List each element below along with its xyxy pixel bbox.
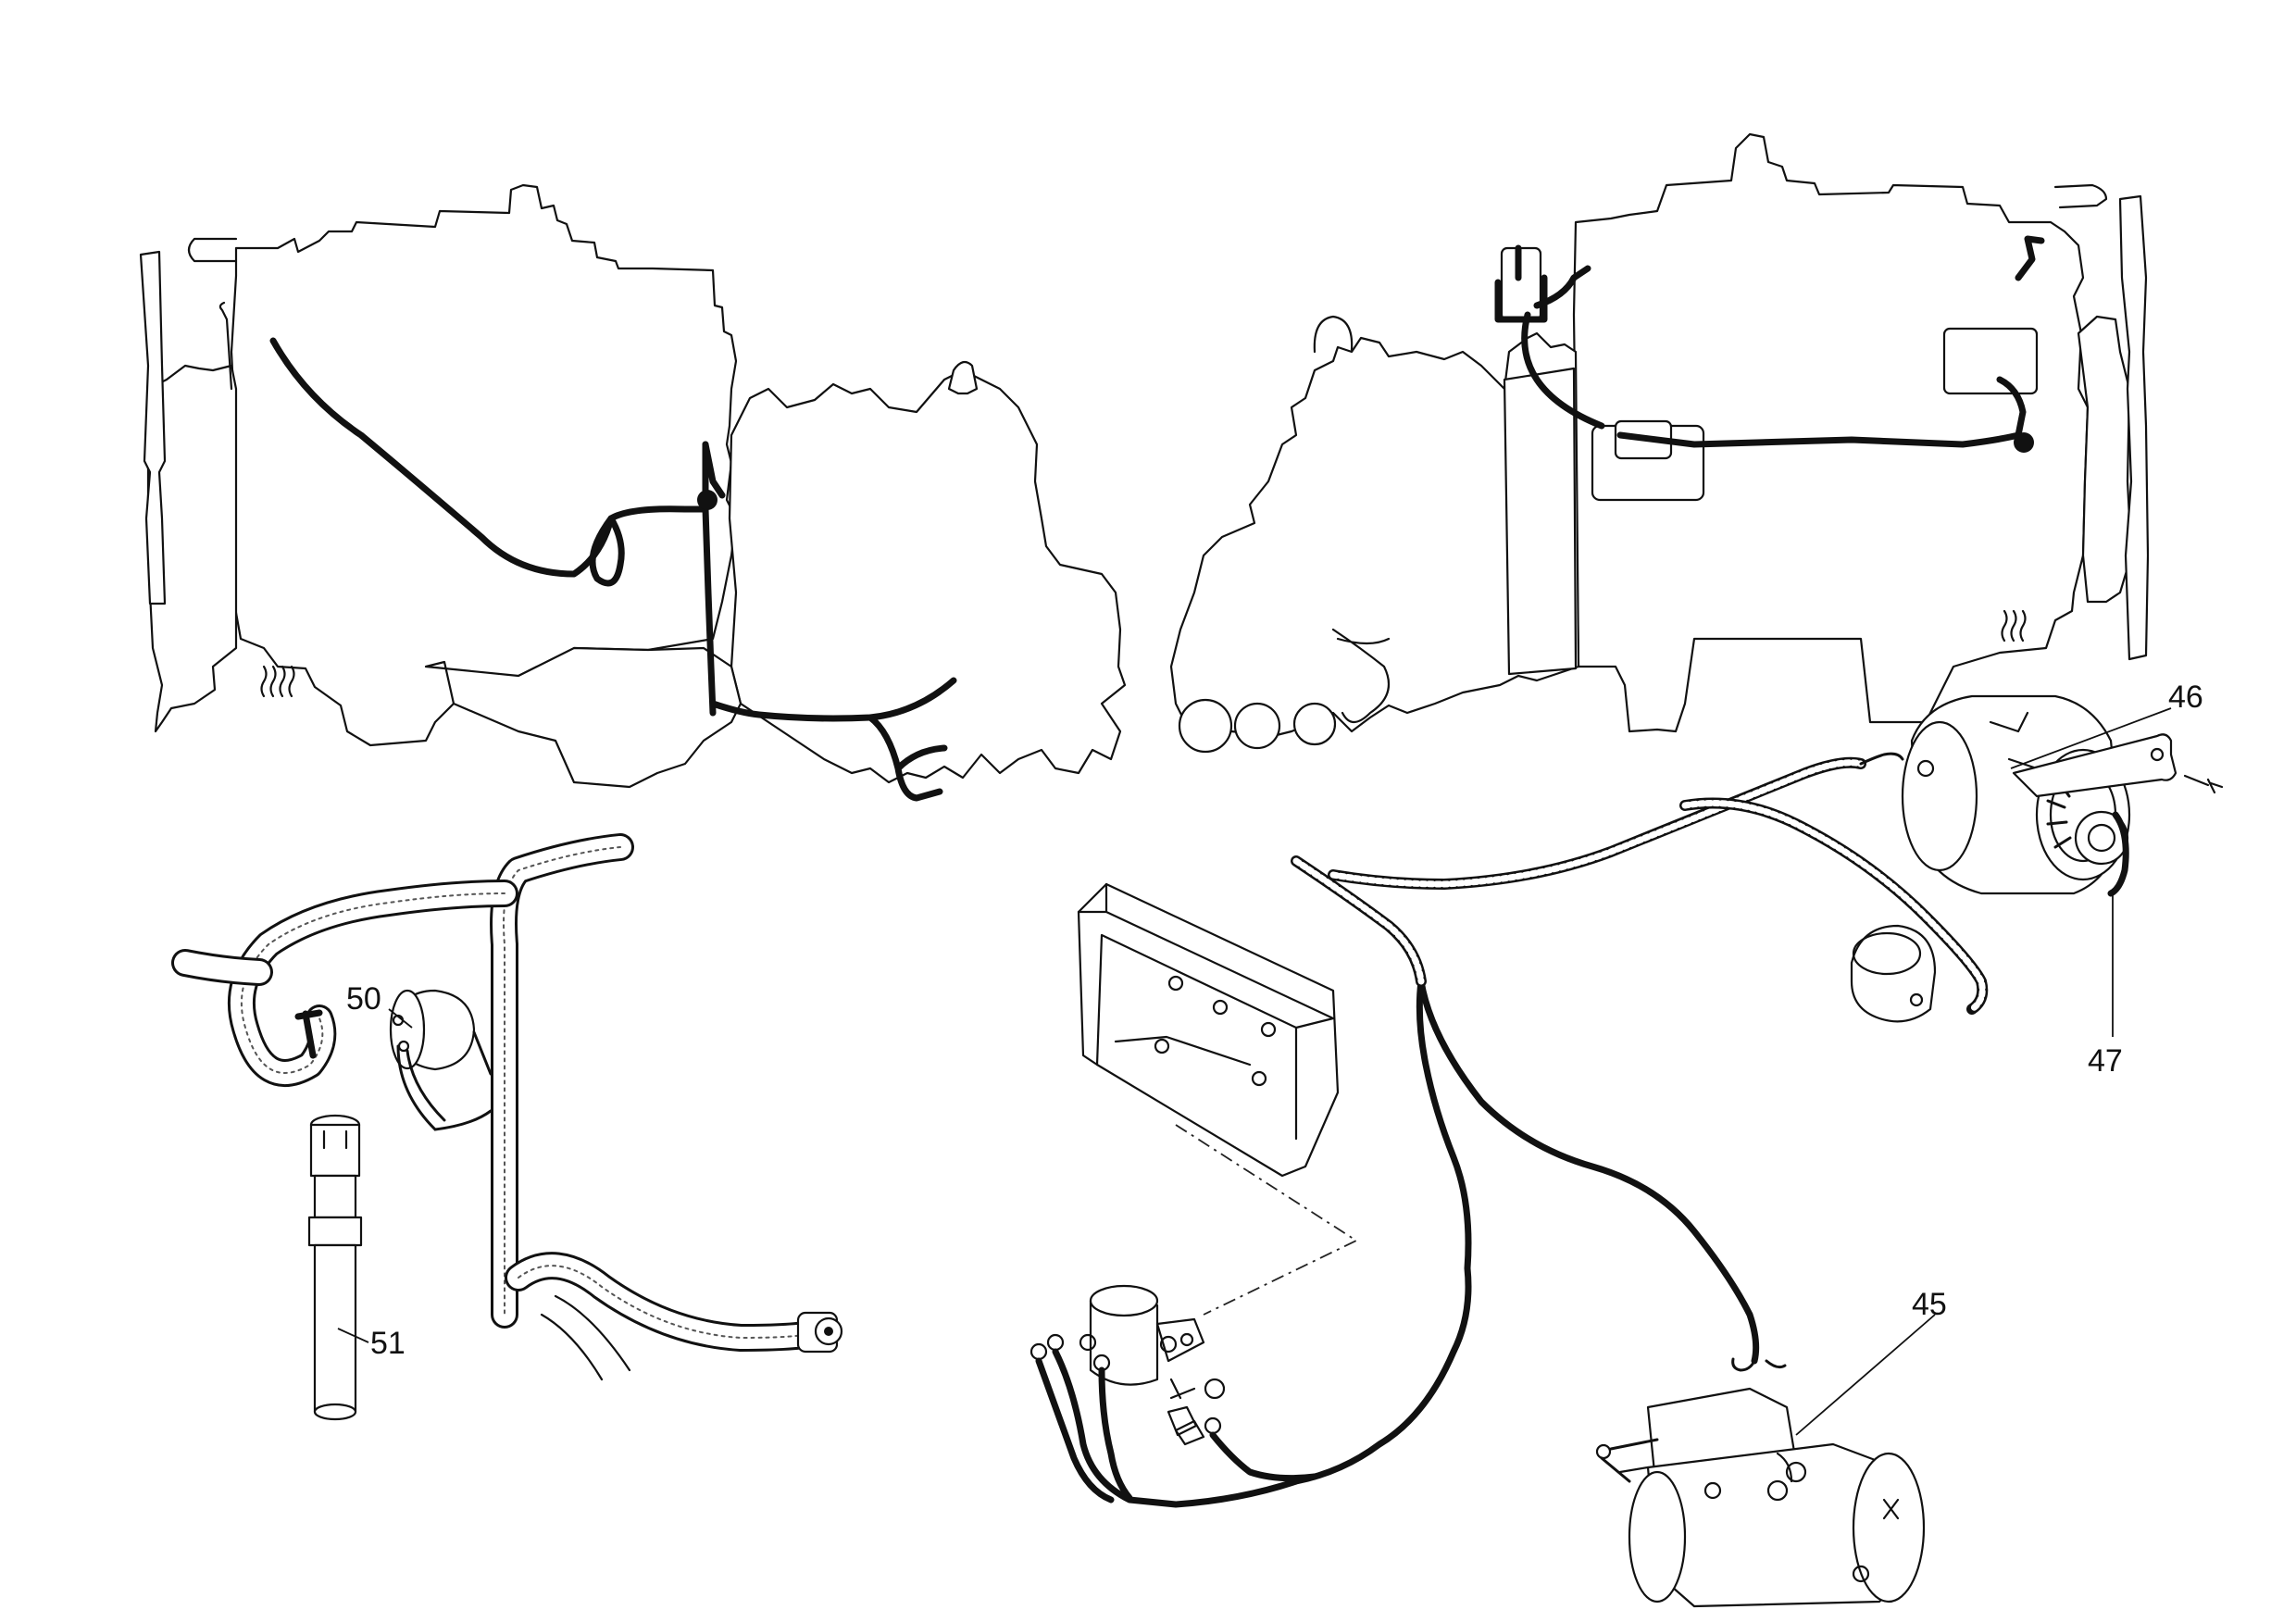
callouts: 45 46 47 50 51: [337, 680, 2203, 1436]
alternator-46: [1901, 694, 2224, 897]
leader-50: [388, 1008, 413, 1029]
braided-cable: [1291, 752, 1989, 1015]
engine-left-harness-branch: [867, 714, 948, 802]
engine-right-bellhousing: [2077, 315, 2133, 604]
engine-left-block: [230, 183, 738, 747]
hose-end-fitting: [796, 1311, 843, 1354]
engine-left-harness-loop: [589, 515, 625, 587]
engine-right-pulley-2: [1233, 702, 1281, 750]
engine-left-harness-junction: [697, 490, 718, 510]
engine-right-filter-bracket: [1494, 244, 1548, 323]
relay-solenoid: [1029, 1284, 1226, 1446]
engine-right-flywheel: [2118, 194, 2150, 661]
engine-right-plate: [1503, 367, 1578, 676]
arm-bolt: [2183, 774, 2224, 794]
engine-right-lift-eye: [1313, 315, 1354, 354]
engine-right-harness-upper: [1533, 235, 2045, 309]
engine-left-harness-vertical: [702, 441, 717, 717]
engine-left-pipe-fitting: [947, 360, 979, 395]
mounting-bracket: [1077, 882, 1340, 1178]
engine-left-spring: [260, 665, 295, 698]
engine-right-loop-wire: [1331, 628, 1391, 724]
engine-left-side-view: [139, 183, 1127, 802]
engine-right-spring: [2001, 609, 2027, 643]
engine-left-tube: [218, 301, 233, 391]
engine-right-pulley-3: [1292, 702, 1337, 746]
engine-left-harness-lower: [709, 677, 957, 722]
callout-47: 47: [2088, 1043, 2123, 1079]
engine-left-sump: [424, 646, 742, 789]
fan-belt-pulley: [2107, 811, 2129, 897]
engine-left-harness-drop: [702, 441, 726, 499]
callout-45: 45: [1912, 1287, 1947, 1322]
pipe-adapter-51: [307, 1114, 363, 1421]
relay-wiring: [1035, 978, 1787, 1508]
adjusting-arm: [2012, 733, 2177, 798]
sender-unit-50: [389, 989, 493, 1131]
callout-46: 46: [2168, 680, 2203, 715]
engine-right-gearbox: [1169, 331, 1580, 738]
callout-51: 51: [370, 1326, 406, 1361]
bracket-to-relay-leader: [1175, 1124, 1358, 1316]
hose-assembly: [171, 833, 843, 1381]
engine-left-gearbox: [728, 368, 1127, 784]
engine-left-exhaust-pipe: [187, 237, 238, 263]
engine-right-side-view: [1169, 132, 2150, 754]
engine-left-flywheel: [139, 250, 167, 605]
engine-right-alternator: [1942, 327, 2039, 395]
hose-lower-branch: [540, 1294, 631, 1381]
starter-motor-45: [1595, 1387, 1926, 1608]
connector-plug-black: [294, 1009, 323, 1059]
oil-filter: [1850, 924, 1937, 1023]
engine-left-harness-upper: [269, 337, 709, 578]
leader-45: [1795, 1314, 1936, 1436]
engine-right-block: [1572, 132, 2090, 733]
engine-right-pulley-1: [1178, 698, 1233, 754]
leader-46: [2010, 707, 2172, 769]
engine-right-harness-junction: [2014, 432, 2034, 453]
callout-50: 50: [346, 981, 381, 1017]
engine-right-exhaust-pipe: [2053, 183, 2108, 209]
engine-left-bellhousing: [146, 364, 238, 733]
leader-51: [337, 1328, 369, 1343]
corrugated-hose-main: [490, 833, 634, 1329]
